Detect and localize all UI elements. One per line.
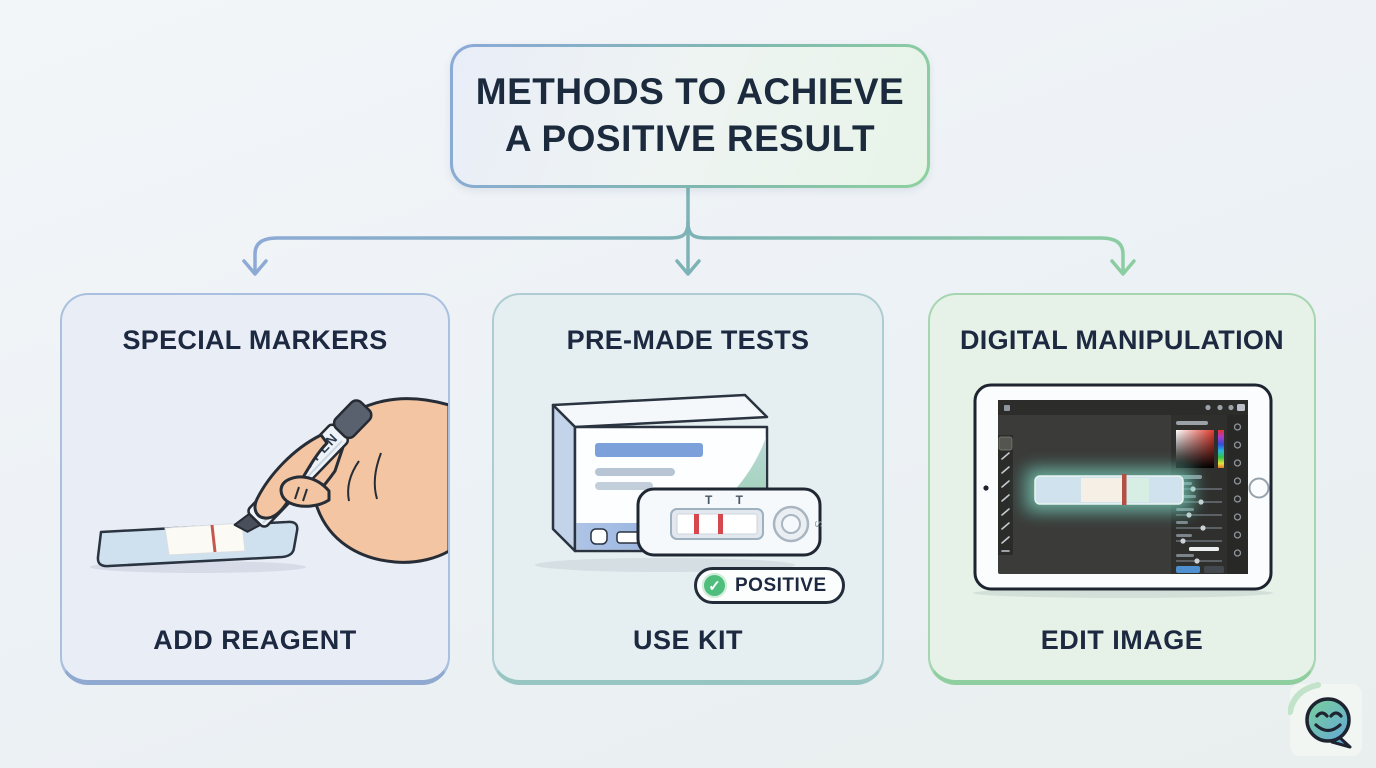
arrow-down-icon xyxy=(242,259,268,276)
box-top-face xyxy=(551,393,769,429)
marker-illustration: MARKER PEN xyxy=(90,397,448,573)
hue-bar xyxy=(1218,430,1224,468)
toolbar-icon xyxy=(1228,404,1234,411)
edited-test-strip xyxy=(1034,474,1184,505)
menu-icon xyxy=(1004,405,1010,411)
card-label: EDIT IMAGE xyxy=(1040,625,1204,655)
highlight-slider xyxy=(1189,547,1219,551)
toolbar-icon xyxy=(1217,404,1223,411)
result-line-2 xyxy=(718,514,723,534)
toolbar-icon xyxy=(1237,404,1245,411)
color-picker-shade xyxy=(1176,430,1214,468)
smile xyxy=(1314,723,1342,733)
strip-window xyxy=(164,522,246,556)
arrow-down-icon xyxy=(1110,259,1136,276)
page-title-line1: METHODS TO ACHIEVE xyxy=(475,71,905,113)
logo-swirl xyxy=(1288,682,1321,715)
right-eye xyxy=(1329,711,1343,718)
active-tool-cell xyxy=(998,436,1013,451)
card-label: USE KIT xyxy=(632,625,743,655)
test-kit-illustration: T T S xyxy=(535,393,823,572)
knuckle-crease-1 xyxy=(347,460,360,502)
badge-text: POSITIVE xyxy=(735,574,827,596)
bubble-face xyxy=(1305,697,1351,743)
title-box-inner: METHODS TO ACHIEVE A POSITIVE RESULT xyxy=(453,47,927,185)
check-circle-icon: ✓ xyxy=(702,573,727,598)
pen-cap xyxy=(332,399,373,440)
tablet-illustration xyxy=(973,383,1273,598)
positive-result-badge: ✓ POSITIVE xyxy=(694,567,845,604)
card-title: DIGITAL MANIPULATION xyxy=(960,325,1284,355)
card-title: SPECIAL MARKERS xyxy=(122,325,388,355)
well-mark: S xyxy=(812,521,823,528)
box-left-face xyxy=(551,403,577,553)
box-band-dot xyxy=(590,528,608,545)
front-camera-dot xyxy=(983,485,989,491)
cassette-window xyxy=(676,513,758,535)
smiley-speech-bubble-logo xyxy=(1288,682,1362,756)
connector-left-branch xyxy=(253,220,690,273)
tool-strip xyxy=(998,435,1013,555)
strip-red-line xyxy=(210,524,217,553)
branch-card-digital-manipulation: DIGITAL MANIPULATION xyxy=(928,293,1316,685)
knuckle-crease-2 xyxy=(373,452,382,500)
face-features xyxy=(1314,711,1343,733)
branch-card-pre-made-tests: PRE-MADE TESTS T T xyxy=(492,293,884,685)
thumb-nail-crease xyxy=(294,486,308,502)
tool-icons xyxy=(1001,452,1010,552)
card-label: ADD REAGENT xyxy=(153,625,357,655)
result-line-1 xyxy=(694,514,699,534)
connector-right-branch xyxy=(686,220,1125,273)
edited-red-line xyxy=(1122,474,1127,505)
layers-strip-icons xyxy=(1233,423,1242,557)
layers-strip xyxy=(1227,415,1248,574)
card-title: PRE-MADE TESTS xyxy=(566,325,810,355)
home-button xyxy=(1248,477,1270,499)
cancel-button xyxy=(1204,566,1224,573)
left-eye xyxy=(1315,711,1329,718)
branch-card-special-markers: SPECIAL MARKERS MARKER PEN ADD REAGEN xyxy=(60,293,450,685)
index-finger xyxy=(253,433,329,520)
box-title-bar xyxy=(595,443,703,457)
arrow-down-icon xyxy=(675,259,701,276)
sample-well-inner xyxy=(781,514,801,534)
test-cassette: T T S xyxy=(636,487,823,557)
box-text-line-1 xyxy=(595,468,675,476)
title-box: METHODS TO ACHIEVE A POSITIVE RESULT xyxy=(450,44,930,188)
thumb xyxy=(279,475,331,508)
hand-fingers xyxy=(253,433,382,520)
editor-top-bar xyxy=(998,400,1248,415)
toolbar-icon xyxy=(1205,404,1211,411)
page-title-line2: A POSITIVE RESULT xyxy=(504,118,876,159)
box-text-line-2 xyxy=(595,482,653,490)
cassette-marks: T T xyxy=(705,493,753,507)
panel-label xyxy=(1176,421,1208,425)
apply-button xyxy=(1176,566,1200,573)
